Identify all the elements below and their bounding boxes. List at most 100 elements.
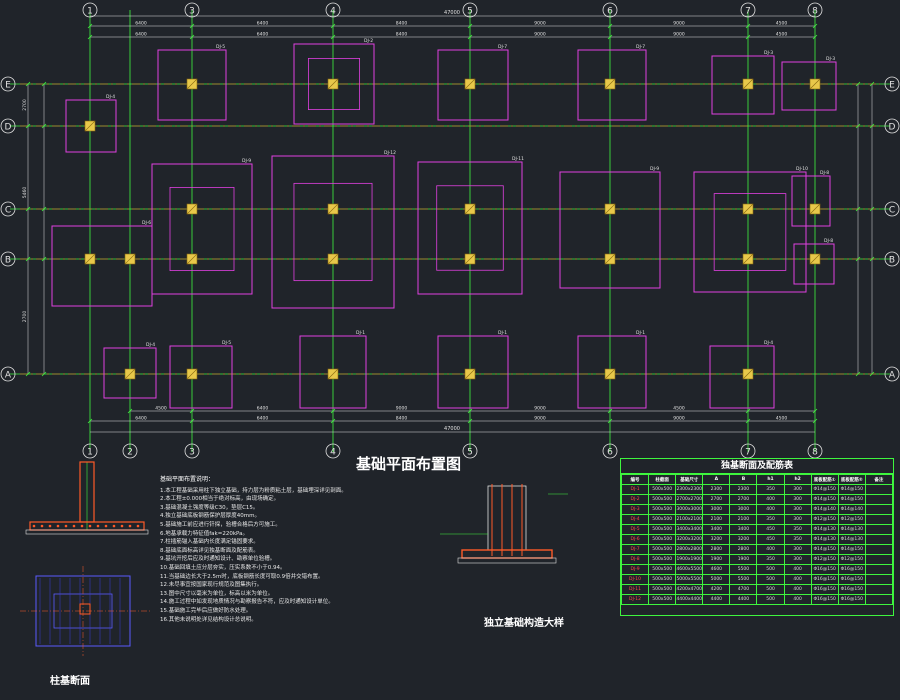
footing-step-outline [169, 186, 235, 271]
detail-base [461, 549, 553, 559]
table-cell: Φ14@150 [810, 484, 839, 495]
table-cell: 500x500 [648, 594, 677, 605]
column-axis-label-top: 3 [189, 7, 195, 17]
section-rebar-dot [88, 524, 92, 528]
left-dim-label: 2700 [22, 311, 28, 323]
table-cell: 5000x5500 [675, 574, 704, 585]
detail-bedding [457, 557, 557, 564]
note-line: 1.本工程基础采用柱下独立基础，持力层为粉质粘土层，基础埋深详见剖面。 [160, 487, 347, 494]
top-dim-2-label: 6400 [257, 32, 269, 38]
table-cell: 5000 [702, 574, 731, 585]
top-dim-2-label: 9000 [534, 32, 546, 38]
section-rebar-dot [128, 524, 132, 528]
note-line: 14.施工过程中如发现地质情况与勘察报告不符，应及时通知设计单位。 [160, 599, 334, 606]
note-line: 4.独立基础底板钢筋保护层厚度40mm。 [160, 513, 260, 520]
top-dim-2-tick [189, 34, 195, 40]
table-header-cell: h2 [783, 474, 812, 485]
top-dim-tick [467, 23, 473, 29]
bottom-dim-tick [330, 408, 336, 414]
top-dim-2-tick [467, 34, 473, 40]
table-cell: 1900 [729, 554, 758, 565]
note-line: 11.当基础边长大于2.5m时，底板钢筋长度可取0.9倍并交错布置。 [160, 573, 324, 580]
footing-label: DJ-11 [512, 156, 524, 162]
section-rebar-dot [32, 524, 36, 528]
table-cell: 4200 [702, 584, 731, 595]
row-axis-bubble [0, 366, 16, 382]
table-cell: 500x500 [648, 574, 677, 585]
right2-dim-tick [855, 81, 861, 87]
footing-step-outline [713, 193, 787, 271]
note-line: 7.柱插筋锚入基础内长度满足锚固要求。 [160, 539, 259, 546]
column-axis-bubble-top [82, 2, 98, 18]
column-axis-bubble-bottom [122, 443, 138, 459]
bottom-dim-2-tick [607, 418, 613, 424]
column-axis-bubble-bottom [602, 443, 618, 459]
column-hatch [327, 203, 339, 215]
table-cell: DJ-4 [620, 514, 650, 525]
table-cell: Φ14@150 [837, 484, 866, 495]
column-hatch [464, 78, 476, 90]
table-cell: Φ14@150 [837, 544, 866, 555]
table-cell: 3200x3200 [675, 534, 704, 545]
table-cell: DJ-7 [620, 544, 650, 555]
column-axis-label-top: 1 [87, 7, 93, 17]
column-hatch [327, 368, 339, 380]
column-hatch [742, 368, 754, 380]
bottom-dim-2-label: 6400 [135, 416, 147, 422]
top-dim-2-tick [607, 34, 613, 40]
table-cell: Φ14@140 [810, 504, 839, 515]
column-hatch [327, 253, 339, 265]
column-hatch [186, 203, 198, 215]
table-cell: DJ-5 [620, 524, 650, 535]
table-header-cell: h1 [756, 474, 785, 485]
bottom-dim-tick [607, 408, 613, 414]
table-cell: 2800 [702, 544, 731, 555]
row-axis-bubble [884, 76, 900, 92]
row-axis-bubble [884, 201, 900, 217]
table-cell: 300 [783, 504, 812, 515]
table-title: 独基断面及配筋表 [621, 459, 893, 474]
left-dim-tick [25, 81, 31, 87]
bottom-dim-2-label: 9000 [534, 416, 546, 422]
table-cell: 500x500 [648, 534, 677, 545]
table-cell: 500x500 [648, 504, 677, 515]
table-cell: 350 [756, 554, 785, 565]
top-dim-2-label: 6400 [135, 32, 147, 38]
table-cell: 3200 [729, 534, 758, 545]
table-cell [864, 594, 894, 605]
right2-dim-tick [855, 256, 861, 262]
bottom-dim-label: 9000 [396, 406, 408, 412]
table-cell: 500x500 [648, 554, 677, 565]
footing-step-outline [293, 182, 373, 282]
table-cell [864, 574, 894, 585]
table-cell: 300 [783, 494, 812, 505]
table-cell: Φ16@150 [837, 594, 866, 605]
table-cell: 300 [783, 514, 812, 525]
section-rebar-dot [96, 524, 100, 528]
table-header-cell: 基础尺寸 [675, 474, 704, 485]
bottom-dim-2-tick [812, 418, 818, 424]
right2-dim-tick [855, 371, 861, 377]
table-cell: 500 [756, 584, 785, 595]
table-cell: 350 [756, 484, 785, 495]
footing-label: DJ-5 [216, 44, 225, 50]
footing-label: DJ-9 [650, 166, 659, 172]
top-dim-label: 6400 [135, 21, 147, 27]
footing-label: DJ-8 [820, 170, 829, 176]
row-axis-label: A [889, 371, 896, 381]
top-dim-tick [745, 23, 751, 29]
table-cell: 3400x3400 [675, 524, 704, 535]
column-hatch [809, 203, 821, 215]
left-dim-label: 5460 [22, 187, 28, 199]
table-cell: 4200x4700 [675, 584, 704, 595]
top-dim-2-tick [812, 34, 818, 40]
table-cell: 2700 [702, 494, 731, 505]
table-header-cell: 柱截面 [648, 474, 677, 485]
table-cell: DJ-1 [620, 484, 650, 495]
